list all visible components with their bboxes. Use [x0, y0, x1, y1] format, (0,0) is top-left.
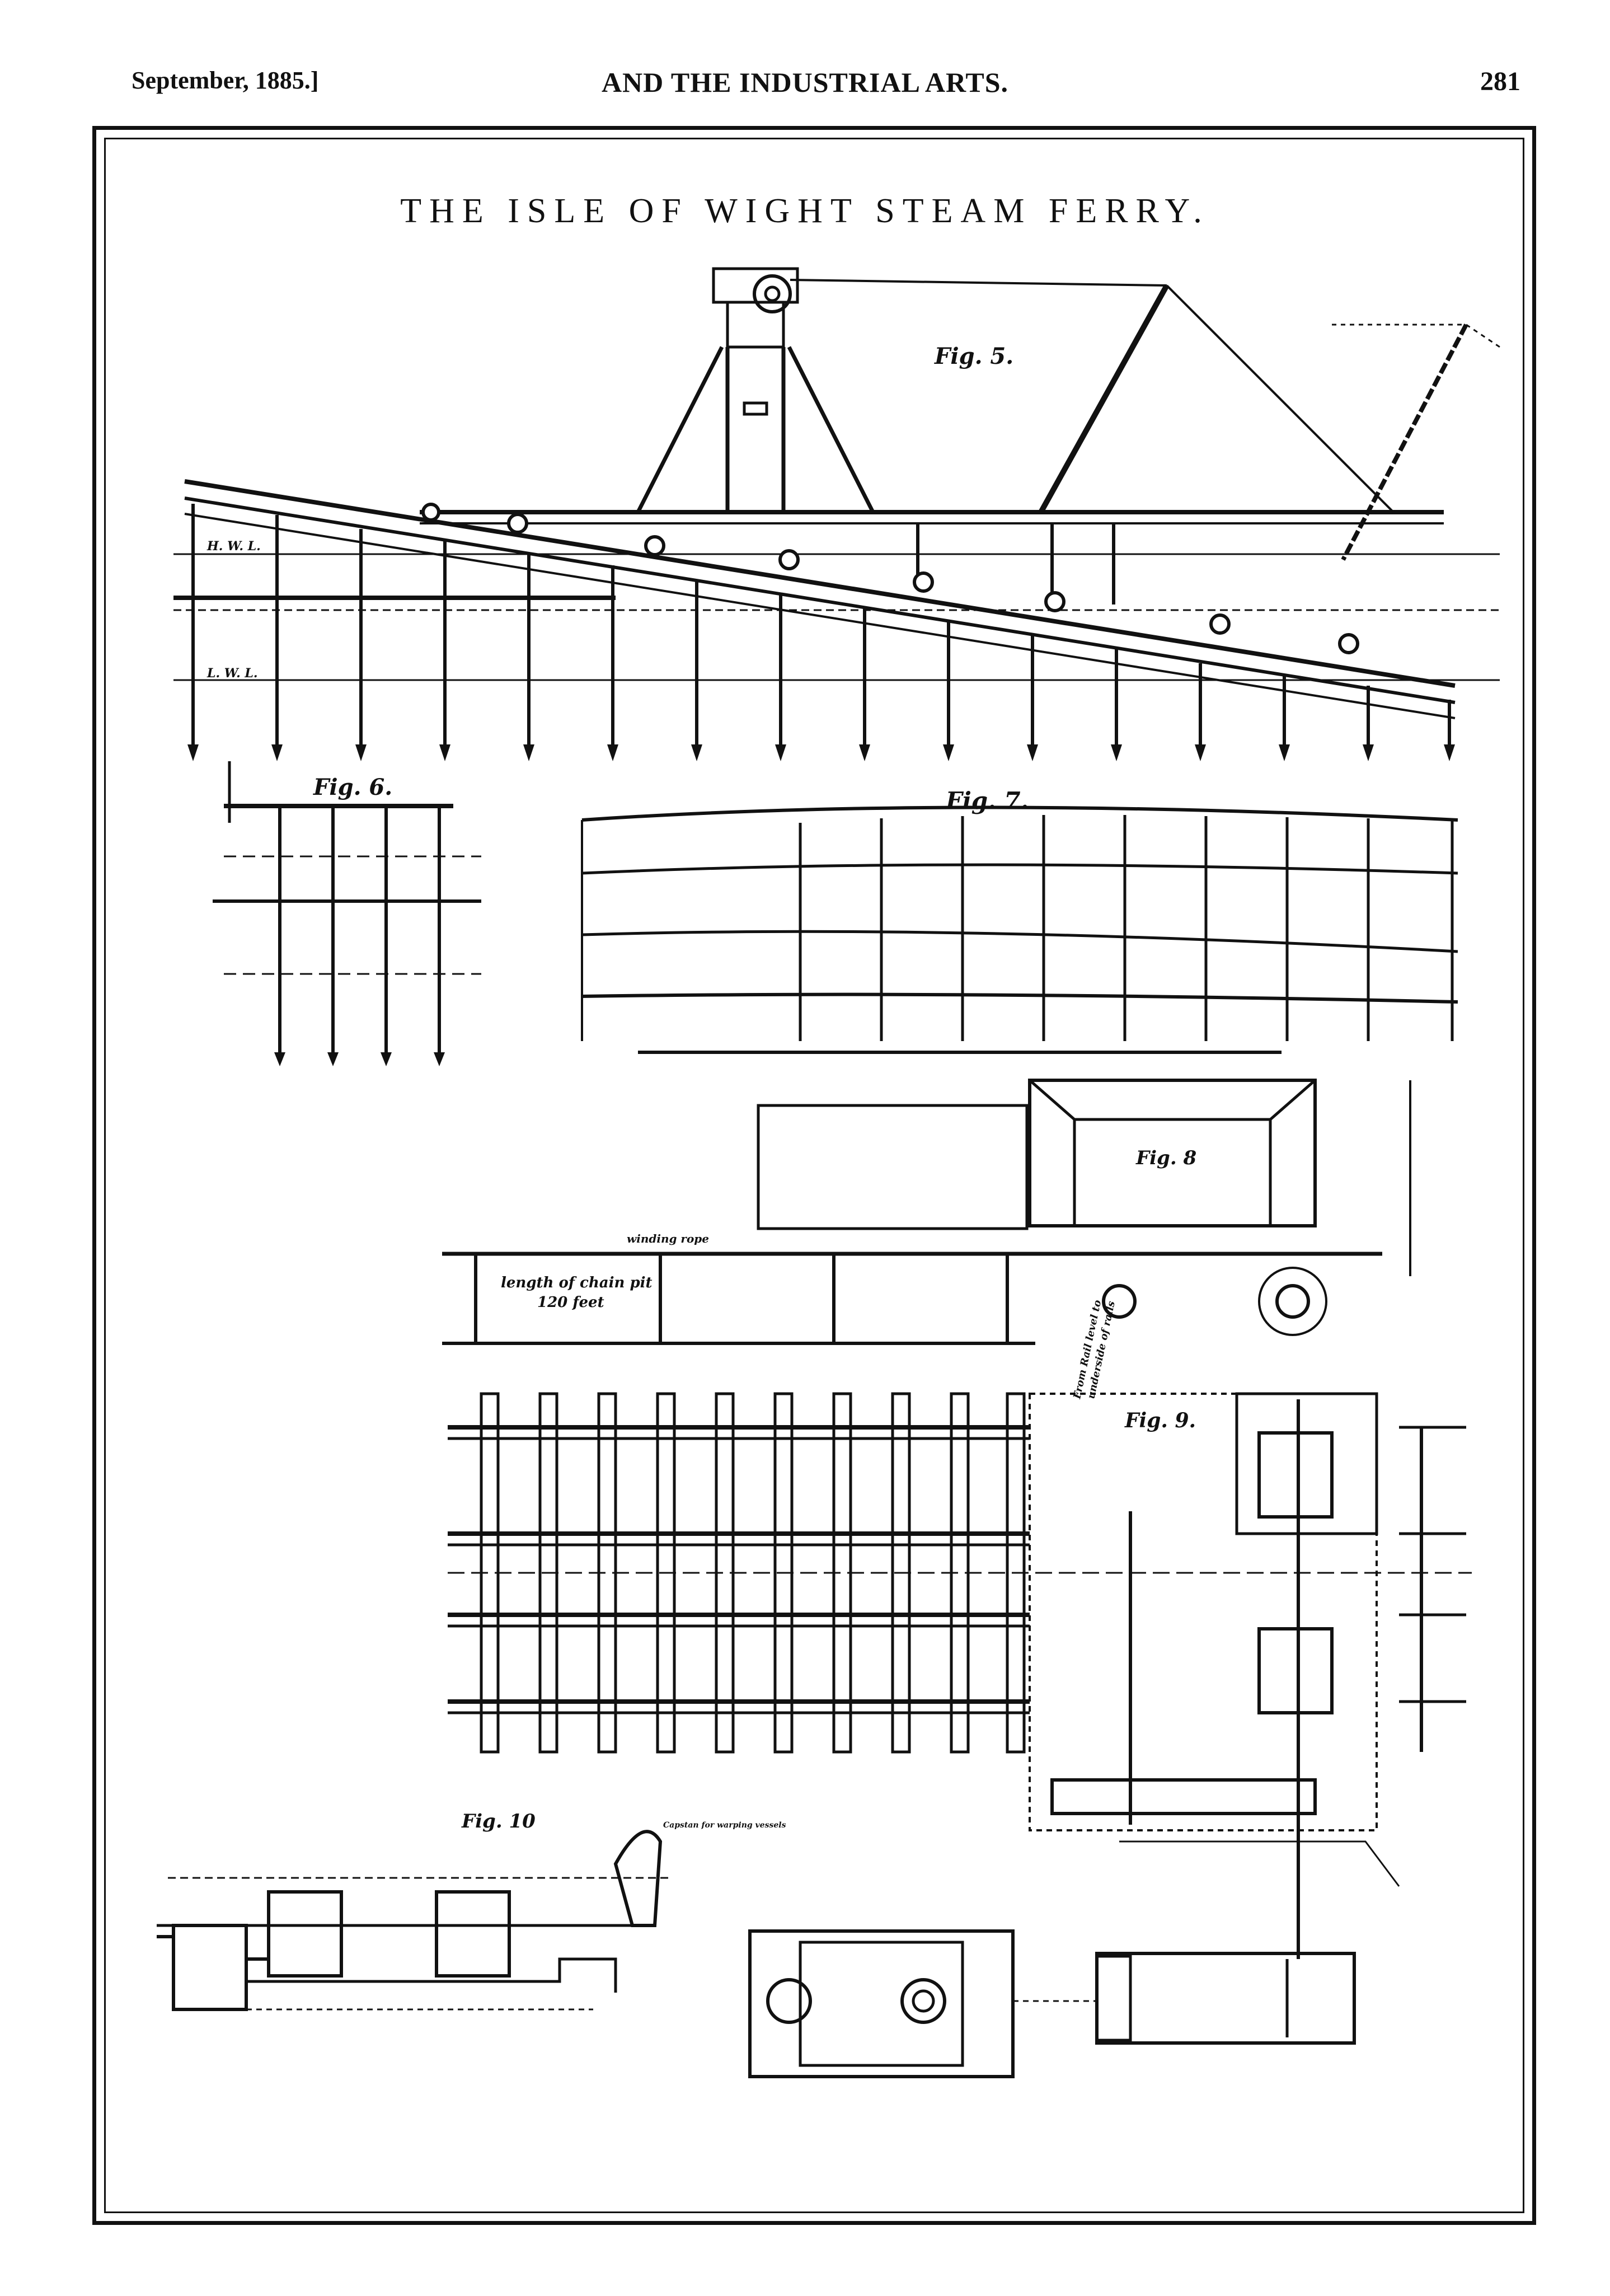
fig9-label: Fig. 9. — [1124, 1409, 1196, 1432]
page-number: 281 — [1480, 67, 1520, 96]
fig6-pier-cross-section — [213, 761, 481, 1066]
plate-inner-border — [104, 138, 1524, 2213]
running-header-journal: AND THE INDUSTRIAL ARTS. — [601, 67, 1009, 98]
fig10-side-note: Capstan for warping vessels — [663, 1821, 786, 1830]
fig7-label: Fig. 7. — [945, 787, 1029, 814]
fig10-capstan-section — [157, 1830, 672, 2011]
fig5-hwl-label: H. W. L. — [206, 539, 261, 554]
plate-outer-border — [92, 126, 1536, 2225]
plate-title: THE ISLE OF WIGHT STEAM FERRY. — [400, 192, 1210, 230]
fig6-label: Fig. 6. — [313, 774, 392, 800]
running-header-date: September, 1885.] — [132, 67, 319, 94]
engine-bed-plan — [748, 1929, 1097, 2078]
fig8-chain-pit-line1: length of chain pit — [501, 1274, 653, 1291]
fig8-rope-note: winding rope — [627, 1232, 709, 1245]
fig10-label: Fig. 10 — [461, 1810, 536, 1833]
fig8-engine-house-section — [442, 1079, 1411, 1345]
fig8-label: Fig. 8 — [1135, 1147, 1196, 1169]
fig7-stage-plan — [581, 805, 1458, 1054]
fig5-lwl-label: L. W. L. — [206, 666, 258, 681]
fig8-chain-pit-line2: 120 feet — [537, 1294, 604, 1311]
fig5-slipway-elevation — [173, 267, 1500, 761]
fig5-label: Fig. 5. — [934, 343, 1013, 369]
fig9-machinery-plan — [448, 1392, 1472, 2045]
